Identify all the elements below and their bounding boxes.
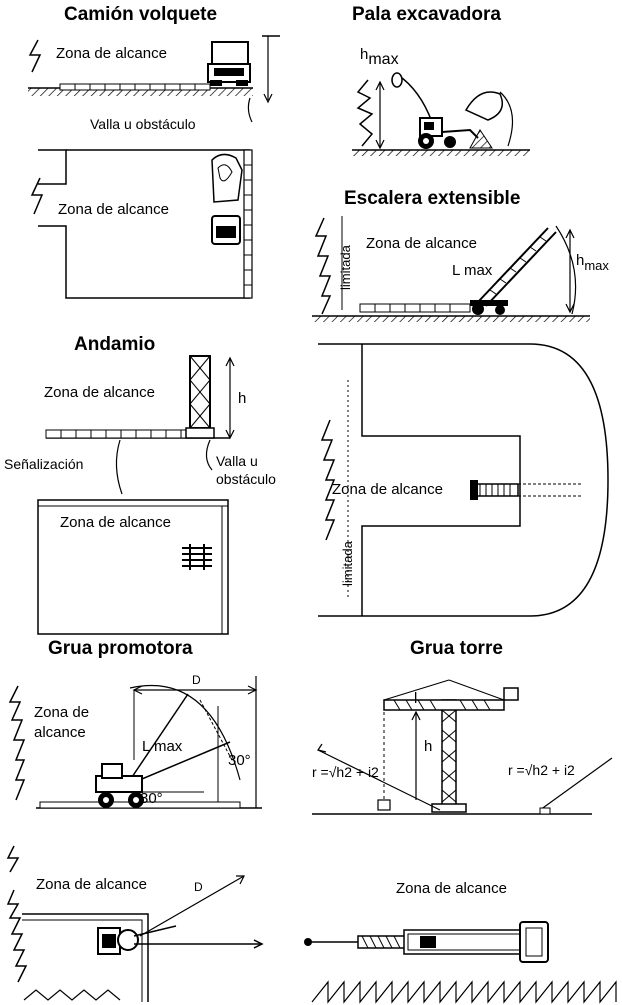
ladder-icon (470, 227, 557, 315)
ladder-top-icon (470, 480, 582, 500)
title-dump-truck: Camión volquete (64, 4, 218, 25)
scaffold-plan (37, 499, 229, 635)
obstacle-label: Valla u obstáculo (216, 452, 276, 488)
lmax-label: L max (142, 738, 183, 755)
scaffold-top-icon (182, 544, 212, 570)
zone-boundary-zigzag (6, 889, 28, 983)
hmax-h: h (360, 46, 369, 63)
formula-left: r =√h2 + i2 (312, 764, 379, 780)
lmax-label: L max (452, 262, 493, 279)
dump-truck-plan (30, 149, 253, 299)
mobile-crane-top-icon (97, 925, 264, 955)
zone-label-line-1: Zona de (34, 704, 90, 721)
angle-top-label: 30° (228, 752, 251, 769)
mobile-crane-diagram (8, 676, 262, 809)
h-label: h (238, 390, 247, 407)
d-label: D (192, 673, 201, 687)
obstacle-line-1: Valla u (216, 453, 258, 469)
dump-truck-icon (207, 41, 251, 86)
obstacle-label: Valla u obstáculo (90, 116, 196, 132)
hmax-h: h (576, 252, 585, 269)
zone-label: Zona de alcance (366, 235, 477, 252)
h-label: h (424, 738, 433, 755)
limited-label: limitada (340, 541, 355, 586)
excavator-diagram (352, 72, 530, 156)
zone-label: Zona de alcance (58, 201, 169, 218)
title-extension-ladder: Escalera extensible (344, 188, 521, 209)
hmax-sub: max (584, 258, 609, 273)
mobile-crane-icon (95, 763, 144, 808)
zone-boundary-zigzag (6, 845, 20, 873)
title-mobile-crane: Grua promotora (48, 638, 193, 659)
extension-ladder-diagram (312, 216, 590, 322)
tower-crane-diagram (312, 679, 613, 815)
title-excavator: Pala excavadora (352, 4, 501, 25)
zone-label: Zona de alcance (396, 880, 507, 897)
tower-crane-icon (383, 679, 519, 813)
zone-label-line-2: alcance (34, 724, 86, 741)
limited-label: limitada (338, 245, 353, 290)
hmax-label: hmax (360, 46, 399, 68)
zone-label: Zona de alcance (56, 45, 167, 62)
title-tower-crane: Grua torre (410, 638, 503, 659)
hmax-label: hmax (576, 252, 609, 273)
excavator-icon (418, 91, 503, 149)
hmax-sub: max (368, 51, 399, 68)
scaffold-elevation (45, 355, 235, 495)
scaffold-tower-icon (185, 355, 215, 439)
dump-truck-elevation (28, 35, 280, 123)
zone-label: Zona de alcance (36, 876, 147, 893)
mobile-crane-plan (6, 845, 264, 1002)
zone-boundary-zigzag (8, 685, 26, 801)
d-label: D (194, 880, 203, 894)
dump-truck-top-icon (211, 153, 243, 245)
l-label: l (414, 690, 418, 707)
angle-bottom-label: 30° (140, 790, 163, 807)
obstacle-line-2: obstáculo (216, 471, 276, 487)
zone-boundary-zigzag (314, 217, 332, 315)
signal-label: Señalización (4, 456, 84, 472)
zone-label: Zona de alcance (332, 481, 443, 498)
formula-right: r =√h2 + i2 (508, 762, 575, 778)
tower-crane-top-icon (304, 921, 549, 963)
zone-label: Zona de alcance (60, 514, 171, 531)
ground (28, 88, 253, 96)
zone-boundary-zigzag (356, 79, 374, 147)
ladder-plan (318, 343, 609, 617)
zone-boundary-zigzag (320, 419, 336, 541)
title-scaffold: Andamio (74, 334, 156, 355)
tower-crane-plan (304, 921, 617, 1004)
zone-boundary-zigzag (28, 39, 42, 73)
zone-label: Zona de alcance (44, 384, 155, 401)
